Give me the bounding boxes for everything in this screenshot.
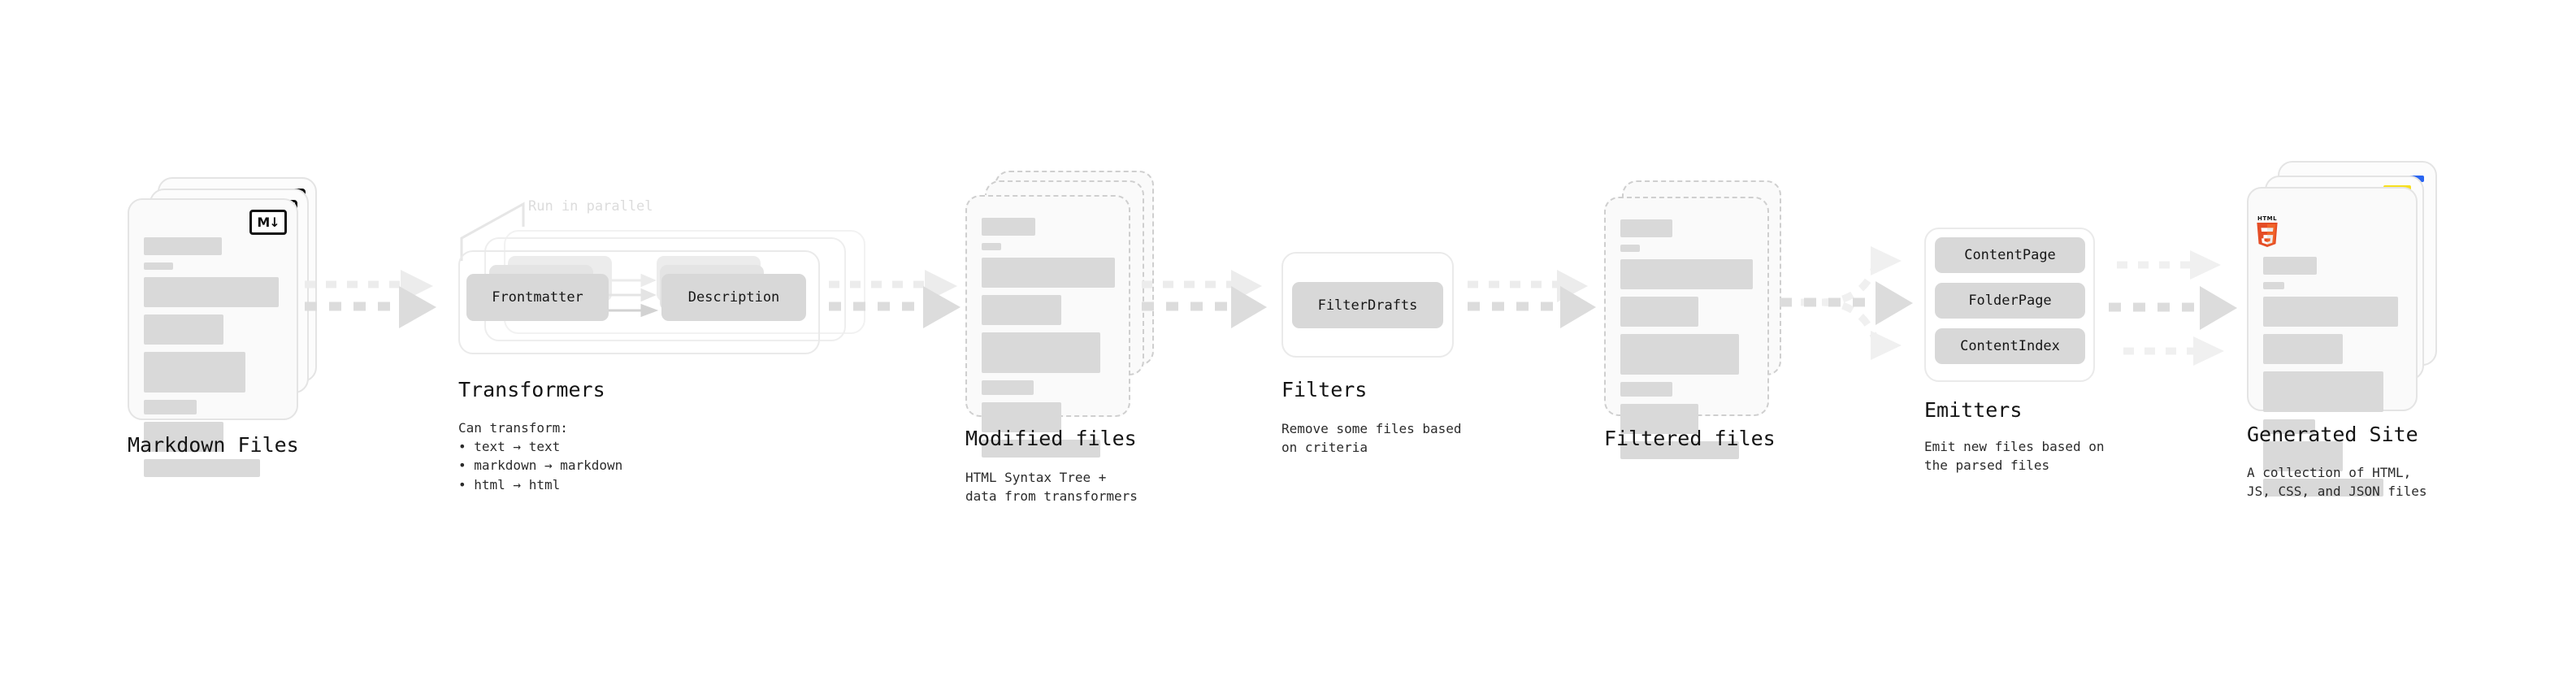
placeholder-bar xyxy=(982,295,1061,325)
emitters-group xyxy=(1924,228,2095,382)
transformer-inner-arrows xyxy=(608,273,659,318)
stage-subtitle-generated-site: A collection of HTML, JS, CSS, and JSON … xyxy=(2247,465,2427,500)
placeholder-bar xyxy=(144,459,260,477)
placeholder-bar xyxy=(144,352,245,393)
placeholder-bar xyxy=(982,332,1100,373)
placeholder-bar xyxy=(144,400,197,414)
emitter-chip-contentindex: ContentIndex xyxy=(1935,328,2085,364)
transformer-chip-description: Description xyxy=(661,274,806,321)
connector-arrow xyxy=(1468,270,1596,328)
placeholder-bar xyxy=(2263,257,2317,275)
generated-site-card: HTML xyxy=(2247,187,2418,497)
placeholder-bar xyxy=(1620,297,1698,327)
placeholder-bar xyxy=(2263,371,2383,412)
placeholder-bar xyxy=(982,258,1115,288)
stage-subtitle-emitters: Emit new files based on the parsed files xyxy=(1924,439,2105,474)
placeholder-bar xyxy=(2263,297,2398,327)
stage-subtitle-filters: Remove some files based on criteria xyxy=(1281,421,1462,456)
emitter-chip-contentpage: ContentPage xyxy=(1935,237,2085,273)
stage-title-generated-site: Generated Site xyxy=(2247,423,2418,446)
modified-file-card xyxy=(965,195,1130,458)
connector-parallel-arrows xyxy=(2109,250,2237,366)
run-in-parallel-bracket xyxy=(460,202,525,261)
placeholder-bar xyxy=(982,380,1034,395)
run-in-parallel-label: Run in parallel xyxy=(528,198,653,215)
transformer-chip-frontmatter: Frontmatter xyxy=(466,274,609,321)
placeholder-bar xyxy=(144,422,223,452)
placeholder-bar xyxy=(1620,441,1739,459)
connector-arrow xyxy=(829,270,961,328)
stage-title-transformers: Transformers xyxy=(458,378,605,401)
placeholder-bar xyxy=(1620,259,1753,289)
placeholder-bar xyxy=(2263,479,2383,497)
emitter-chip-folderpage: FolderPage xyxy=(1935,283,2085,319)
placeholder-bar xyxy=(1620,334,1739,375)
stage-subtitle-modified-files: HTML Syntax Tree + data from transformer… xyxy=(965,470,1138,505)
stage-title-modified-files: Modified files xyxy=(965,427,1137,450)
connector-arrow xyxy=(1142,270,1267,328)
placeholder-bar xyxy=(1620,219,1672,237)
placeholder-bar xyxy=(144,314,223,345)
placeholder-bar xyxy=(982,402,1061,432)
markdown-icon: M↓ xyxy=(249,210,287,235)
stage-title-markdown-files: Markdown Files xyxy=(128,433,299,457)
placeholder-bar xyxy=(1620,404,1698,434)
placeholder-bar xyxy=(144,237,222,255)
stage-title-emitters: Emitters xyxy=(1924,398,2023,422)
placeholder-bar xyxy=(144,262,173,270)
placeholder-bar xyxy=(982,218,1035,236)
markdown-file-card: M↓ xyxy=(128,198,298,477)
transformer-group xyxy=(458,250,820,354)
placeholder-bar xyxy=(2263,334,2343,364)
placeholder-bar xyxy=(1620,245,1640,252)
placeholder-bar xyxy=(982,440,1100,458)
filters-group xyxy=(1281,252,1454,358)
placeholder-bar xyxy=(2263,282,2284,289)
connector-branch-arrows xyxy=(1780,246,1913,360)
html5-icon: HTML xyxy=(2253,215,2281,249)
filter-chip-filterdrafts: FilterDrafts xyxy=(1292,282,1443,328)
placeholder-bar xyxy=(2263,419,2315,434)
stage-title-filtered-files: Filtered files xyxy=(1604,427,1776,450)
filtered-file-card xyxy=(1604,197,1769,459)
placeholder-bar xyxy=(982,243,1001,250)
placeholder-bar xyxy=(2263,441,2343,471)
placeholder-bar xyxy=(1620,382,1672,397)
stage-subtitle-transformers: Can transform: • text → text • markdown … xyxy=(458,420,623,492)
stage-title-filters: Filters xyxy=(1281,378,1368,401)
placeholder-bar xyxy=(144,277,279,307)
connector-arrow xyxy=(305,270,436,328)
